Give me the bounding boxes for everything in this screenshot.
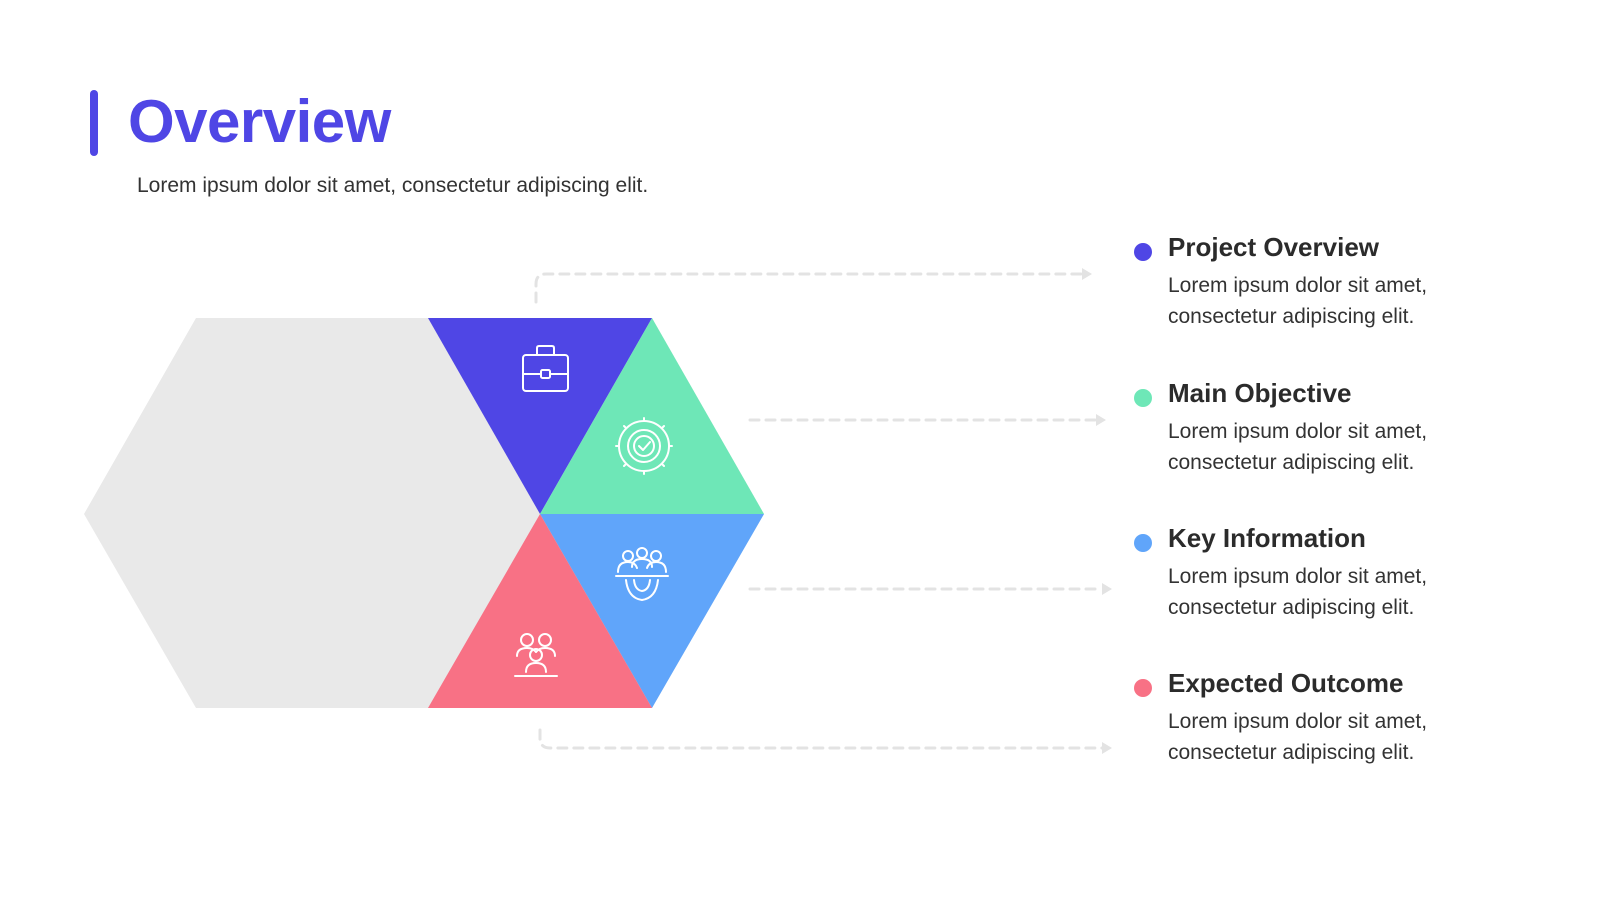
legend-description-line: Lorem ipsum dolor sit amet, bbox=[1168, 565, 1428, 588]
legend-description-line: Lorem ipsum dolor sit amet, bbox=[1168, 420, 1428, 443]
hexagon-background bbox=[84, 318, 764, 708]
legend-dot bbox=[1134, 679, 1152, 697]
legend-description-line: Lorem ipsum dolor sit amet, bbox=[1168, 274, 1428, 297]
segment-main-objective bbox=[540, 318, 764, 514]
meeting-icon bbox=[514, 633, 558, 677]
briefcase-icon bbox=[522, 345, 569, 392]
team-gear-icon bbox=[615, 547, 669, 601]
legend-title: Main Objective bbox=[1168, 378, 1352, 408]
connector-expected-outcome bbox=[538, 728, 1104, 750]
segment-expected-outcome bbox=[428, 514, 652, 708]
legend-item-project-overview: Project Overview Lorem ipsum dolor sit a… bbox=[1128, 230, 1548, 332]
connector-arrowhead bbox=[1082, 268, 1092, 280]
legend-title: Project Overview bbox=[1168, 232, 1379, 262]
page-subtitle: Lorem ipsum dolor sit amet, consectetur … bbox=[137, 174, 649, 197]
legend-item-main-objective: Main Objective Lorem ipsum dolor sit ame… bbox=[1128, 376, 1548, 478]
title-accent-bar bbox=[90, 90, 98, 156]
legend-description-line: consectetur adipiscing elit. bbox=[1168, 741, 1415, 764]
legend-dot bbox=[1134, 389, 1152, 407]
legend-description-line: consectetur adipiscing elit. bbox=[1168, 596, 1415, 619]
legend-item-key-information: Key Information Lorem ipsum dolor sit am… bbox=[1128, 521, 1548, 623]
connector-project-overview bbox=[534, 272, 1084, 304]
legend-item-expected-outcome: Expected Outcome Lorem ipsum dolor sit a… bbox=[1128, 666, 1548, 768]
page-title: Overview bbox=[128, 88, 391, 155]
segment-key-information bbox=[540, 514, 764, 708]
legend-dot bbox=[1134, 243, 1152, 261]
connector-arrowhead bbox=[1102, 742, 1112, 754]
segment-project-overview bbox=[428, 318, 652, 514]
legend-dot bbox=[1134, 534, 1152, 552]
connector-arrowhead bbox=[1102, 583, 1112, 595]
connector-arrowhead bbox=[1096, 414, 1106, 426]
legend-description-line: Lorem ipsum dolor sit amet, bbox=[1168, 710, 1428, 733]
gear-check-icon bbox=[615, 417, 673, 475]
legend-description-line: consectetur adipiscing elit. bbox=[1168, 451, 1415, 474]
legend-description-line: consectetur adipiscing elit. bbox=[1168, 305, 1415, 328]
legend-title: Expected Outcome bbox=[1168, 668, 1404, 698]
legend-title: Key Information bbox=[1168, 523, 1366, 553]
